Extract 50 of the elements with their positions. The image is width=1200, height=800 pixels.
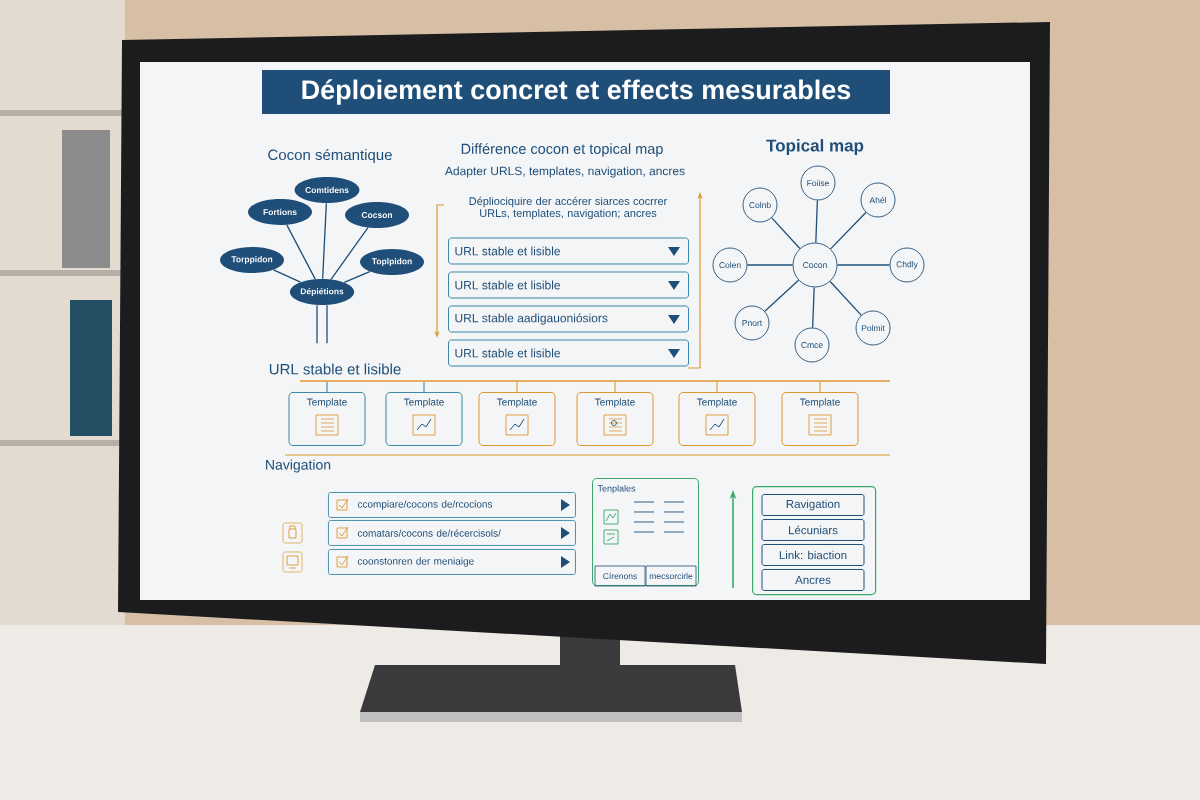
connector <box>764 279 800 312</box>
dropdown-field: URL stable aadigauoniósiors <box>448 305 689 333</box>
link-row: coonstonren der meniaige <box>328 549 576 575</box>
menu-item: Ancres <box>761 569 865 591</box>
connector <box>286 224 316 280</box>
connector <box>423 381 425 393</box>
heading: Différence cocon et topical map <box>461 143 663 157</box>
group-box <box>752 486 877 596</box>
heading: Topical map <box>766 139 864 155</box>
subheading: Adapter URLS, templates, navigation, ancres <box>444 166 685 178</box>
connector <box>330 227 369 280</box>
link-row: ccompiare/cocons de/rcocions <box>328 492 576 518</box>
connector <box>812 286 815 329</box>
heading: Navigation <box>266 459 331 473</box>
connector <box>316 304 318 344</box>
dropdown-field: URL stable et lisible <box>448 271 689 299</box>
connector <box>836 264 891 266</box>
connector <box>746 264 794 266</box>
dropdown-field: URL stable et lisible <box>448 339 689 367</box>
menu-item: Link: biaction <box>761 544 865 566</box>
paragraph: Dépliociquire der accérer siarces cocrrer URLs, templates, navigation; ancres <box>469 196 668 220</box>
connector <box>516 381 518 393</box>
dropdown-field: URL stable et lisible <box>448 237 689 265</box>
connector <box>326 304 328 344</box>
connector <box>829 280 862 316</box>
menu-item: Lécuniars <box>761 519 865 541</box>
template-card: Template <box>576 392 654 446</box>
template-card: Template <box>478 392 556 446</box>
connector <box>614 381 616 393</box>
connector <box>771 217 801 250</box>
menu-item: Ravigation <box>761 494 865 516</box>
connector <box>326 381 328 393</box>
heading: Cocon sémantique <box>268 148 392 164</box>
heading: URL stable et lisible <box>269 363 401 375</box>
connector <box>830 211 867 250</box>
template-card: Template <box>288 392 366 446</box>
table-cell: Círenons <box>594 565 646 587</box>
connector <box>322 202 327 280</box>
connector <box>815 199 818 244</box>
link-row: comatars/cocons de/récercisols/ <box>328 520 576 546</box>
connector <box>716 381 718 393</box>
template-card: Template <box>678 392 756 446</box>
connector <box>819 381 821 393</box>
template-card: Template <box>385 392 463 446</box>
title-banner: Déploiement concret et effects mesurables <box>262 70 890 114</box>
connector <box>343 270 371 284</box>
connector <box>272 269 302 283</box>
template-card: Template <box>781 392 859 446</box>
table-cell: mecsorcirle <box>645 565 697 587</box>
bus-line <box>300 380 890 382</box>
